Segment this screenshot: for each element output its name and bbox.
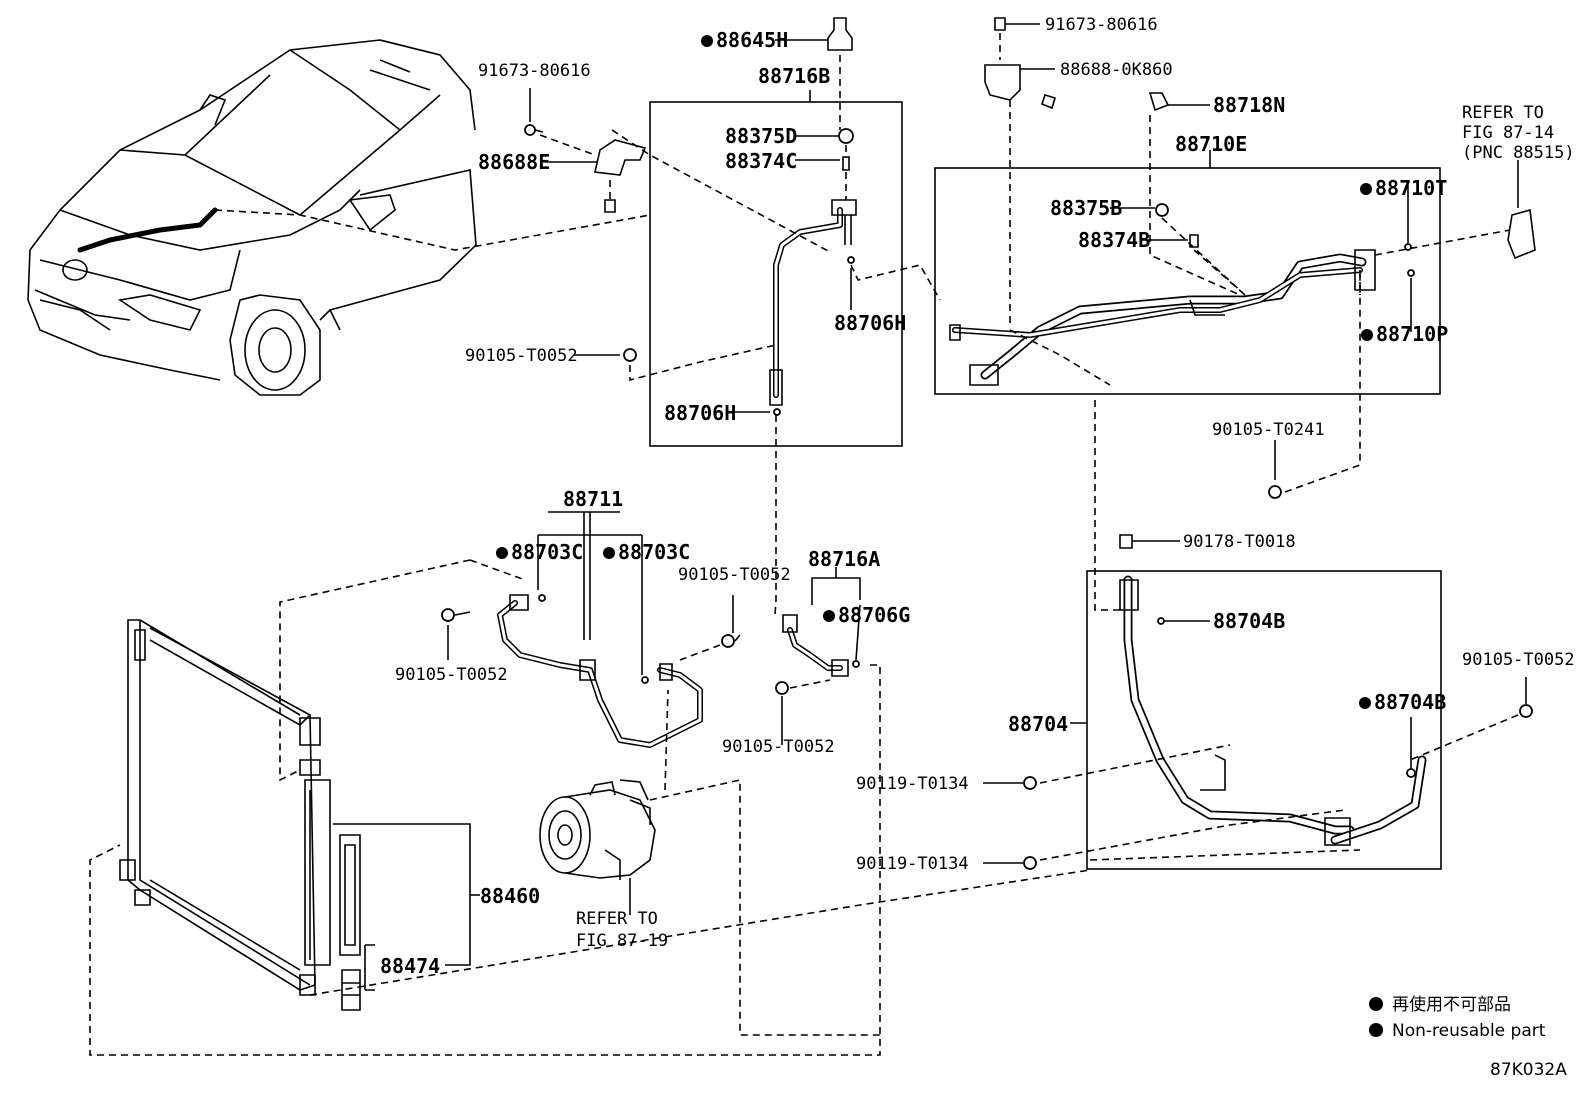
legend-english: Non-reusable part — [1392, 1021, 1546, 1041]
group-box-88704 — [1086, 570, 1442, 870]
group-box-88710E — [934, 167, 1441, 395]
refer-line-2: FIG 87-14 — [1462, 123, 1554, 143]
label-88704B-b: 88704B — [1374, 690, 1446, 714]
label-90119-T0134-a: 90119-T0134 — [856, 774, 969, 794]
legend: 再使用不可部品 Non-reusable part — [1369, 994, 1546, 1041]
refer-compressor-line-2: FIG 87-19 — [576, 931, 668, 951]
label-88710P: 88710P — [1376, 322, 1448, 346]
legend-japanese: 再使用不可部品 — [1392, 994, 1511, 1015]
label-88716B: 88716B — [758, 64, 830, 88]
label-90105-T0241: 90105-T0241 — [1212, 420, 1325, 440]
label-90178-T0018: 90178-T0018 — [1183, 532, 1296, 552]
label-88375D: 88375D — [725, 124, 797, 148]
label-90119-T0134-b: 90119-T0134 — [856, 854, 969, 874]
label-88706H-b: 88706H — [664, 401, 736, 425]
refer-compressor-line-1: REFER TO — [576, 909, 658, 929]
label-88460: 88460 — [480, 884, 540, 908]
label-88710T: 88710T — [1375, 176, 1447, 200]
vehicle-illustration — [27, 39, 477, 396]
figure-id: 87K032A — [1490, 1060, 1567, 1080]
refer-line-3: (PNC 88515) — [1462, 143, 1575, 163]
nonreusable-bullet-icon — [1361, 329, 1373, 341]
label-90105-T0052-a: 90105-T0052 — [465, 346, 578, 366]
label-88688E: 88688E — [478, 150, 550, 174]
label-88474: 88474 — [380, 954, 440, 978]
label-88375B: 88375B — [1050, 196, 1122, 220]
label-91673-80616-a: 91673-80616 — [478, 61, 591, 81]
part-labels: 88645H 88716B 91673-80616 88688E 88375D … — [380, 15, 1575, 978]
nonreusable-bullet-icon — [1359, 697, 1371, 709]
label-88716A: 88716A — [808, 547, 880, 571]
label-88645H: 88645H — [716, 28, 788, 52]
label-88704B-a: 88704B — [1213, 609, 1285, 633]
label-88704: 88704 — [1008, 712, 1068, 736]
label-90105-T0052-d: 90105-T0052 — [395, 665, 508, 685]
label-88718N: 88718N — [1213, 93, 1285, 117]
nonreusable-bullet-icon — [1360, 183, 1372, 195]
label-88710E: 88710E — [1175, 132, 1247, 156]
label-88706G: 88706G — [838, 603, 910, 627]
label-88703C-a: 88703C — [511, 540, 583, 564]
condenser-illustration — [119, 619, 331, 996]
label-90105-T0052-c: 90105-T0052 — [678, 565, 791, 585]
nonreusable-bullet-icon — [603, 547, 615, 559]
label-88374B: 88374B — [1078, 228, 1150, 252]
nonreusable-bullet-icon — [496, 547, 508, 559]
legend-bullet-icon — [1369, 997, 1383, 1011]
label-90105-T0052-b: 90105-T0052 — [1462, 650, 1575, 670]
compressor-illustration — [539, 779, 656, 880]
label-90105-T0052-e: 90105-T0052 — [722, 737, 835, 757]
label-88711: 88711 — [563, 487, 623, 511]
refer-line-1: REFER TO — [1462, 103, 1544, 123]
label-88703C-b: 88703C — [618, 540, 690, 564]
nonreusable-bullet-icon — [823, 610, 835, 622]
nonreusable-bullet-icon — [701, 35, 713, 47]
legend-bullet-icon — [1369, 1023, 1383, 1037]
label-88688-0K860: 88688-0K860 — [1060, 60, 1173, 80]
label-91673-80616-b: 91673-80616 — [1045, 15, 1158, 35]
label-88706H-a: 88706H — [834, 311, 906, 335]
label-88374C: 88374C — [725, 149, 797, 173]
